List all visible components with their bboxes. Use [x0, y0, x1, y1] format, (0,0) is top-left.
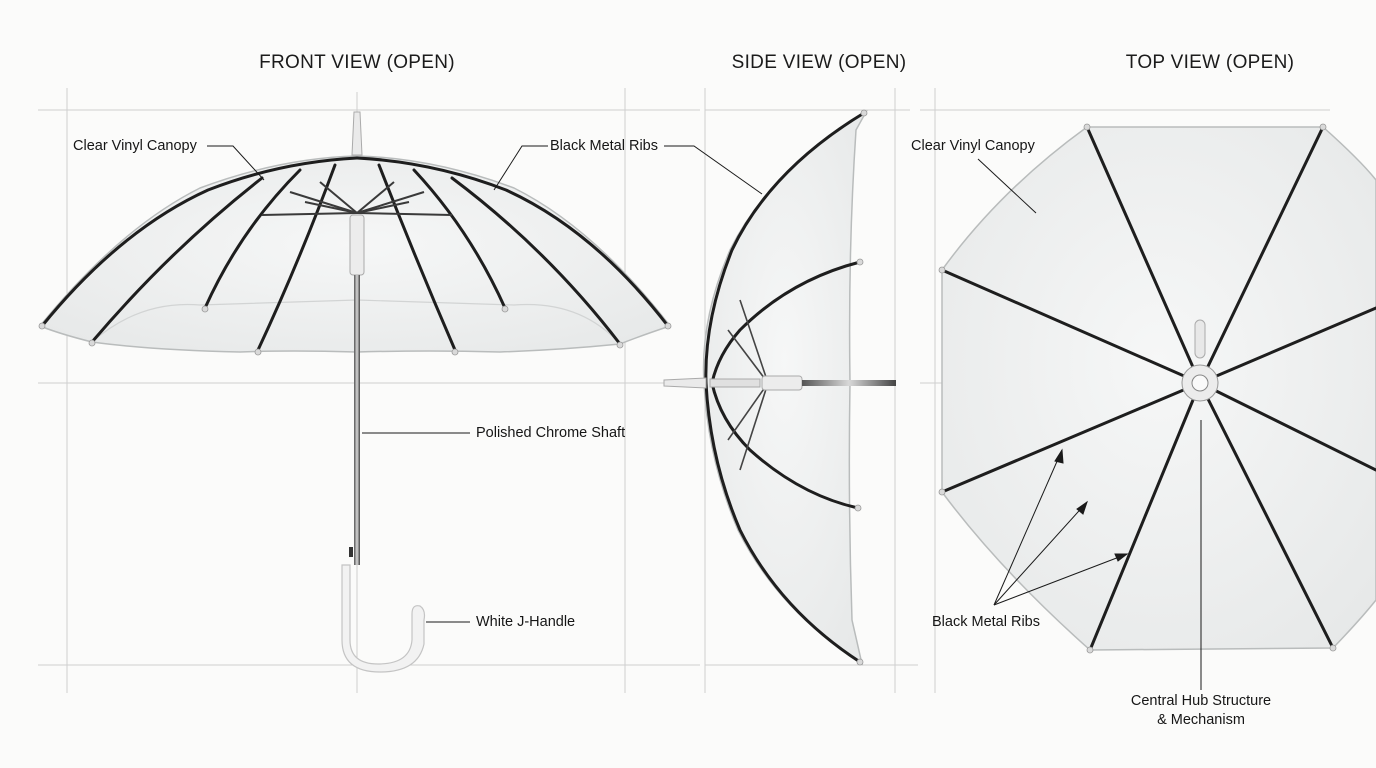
front-canopy-label: Clear Vinyl Canopy: [73, 138, 197, 154]
side-view-title: SIDE VIEW (OPEN): [731, 52, 907, 73]
top-view-title: TOP VIEW (OPEN): [1125, 52, 1295, 73]
front-view-title: FRONT VIEW (OPEN): [259, 52, 455, 73]
front-ribs: [40, 156, 670, 352]
front-runner: [349, 214, 365, 276]
top-ribs-label: Black Metal Ribs: [932, 614, 1040, 630]
leader-lines: [207, 145, 1202, 690]
front-shaft: [354, 275, 360, 565]
hub-label-line2: & Mechanism: [1157, 712, 1245, 728]
rib-arrows: [993, 448, 1129, 606]
front-handle: [341, 564, 426, 673]
front-stretchers: [261, 181, 453, 216]
front-umbrella: [38, 111, 672, 673]
front-ribs-label: Black Metal Ribs: [550, 138, 658, 154]
top-canopy: [941, 126, 1376, 651]
shaft-label: Polished Chrome Shaft: [476, 425, 626, 441]
hub-label-line1: Central Hub Structure: [1130, 693, 1272, 709]
front-ferrule: [351, 111, 363, 156]
handle-label: White J-Handle: [476, 614, 576, 630]
rib-tips: [38, 305, 672, 356]
hub-label: Central Hub Structure & Mechanism: [1131, 692, 1271, 730]
side-ferrule: [663, 377, 707, 389]
top-umbrella: [938, 123, 1376, 654]
top-hub-inner: [1191, 374, 1209, 392]
side-shaft: [802, 380, 896, 386]
top-canopy-label: Clear Vinyl Canopy: [911, 138, 1035, 154]
side-umbrella: [663, 109, 896, 666]
